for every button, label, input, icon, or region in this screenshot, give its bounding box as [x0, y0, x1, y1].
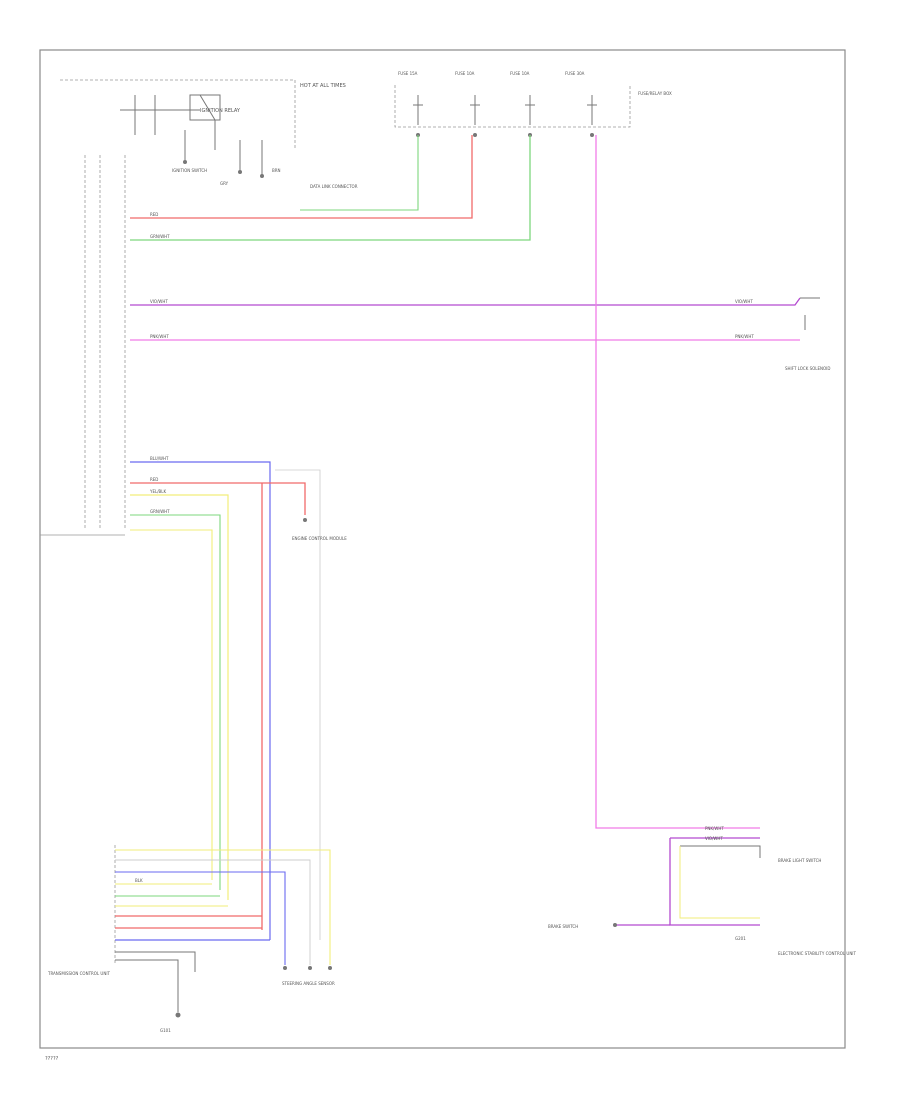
wire-label-vio-1: VIO/WHT: [150, 299, 168, 304]
fuse-box: FUSE 15A FUSE 10A FUSE 10A FUSE 30A FUSE…: [394, 71, 672, 137]
hot-at-all-times-label: HOT AT ALL TIMES: [300, 83, 346, 89]
abs-module: PNK/WHT VIO/WHT BRAKE LIGHT SWITCH BRAKE…: [548, 826, 856, 956]
brake-light-switch-label: BRAKE LIGHT SWITCH: [778, 858, 821, 863]
fuse-3-label: FUSE 10A: [510, 71, 530, 76]
middle-connector: BLU/WHT RED YEL/BLK GRN/WHT ENGINE CONTR…: [130, 456, 347, 940]
fuse-box-label: FUSE/RELAY BOX: [638, 91, 672, 96]
steering-sensor-label: STEERING ANGLE SENSOR: [282, 981, 335, 986]
wire-label-gry: GRY: [220, 181, 229, 186]
wire-label-red-1: RED: [150, 212, 158, 217]
wire-label-pnk-1: PNK/WHT: [150, 334, 169, 339]
ignition-relay-block: IGNITION RELAY HOT AT ALL TIMES IGNITION…: [60, 79, 358, 189]
shift-lock-wires: VIO/WHT PNK/WHT VIO/WHT PNK/WHT SHIFT LO…: [130, 135, 830, 829]
wire-label-grn-1: GRN/WHT: [150, 234, 170, 239]
top-wires: RED GRN/WHT: [130, 135, 531, 241]
wire-label-brn: BRN: [272, 168, 281, 173]
shift-lock-label: SHIFT LOCK SOLENOID: [785, 366, 830, 371]
ignition-switch-label: IGNITION SWITCH: [172, 168, 207, 173]
wire-label-grn-2: GRN/WHT: [150, 509, 170, 514]
left-harness: [40, 155, 126, 536]
tcm-connector: BLK TRANSMISSION CONTROL UNIT STEERING A…: [47, 845, 335, 1033]
ground-a-label: G101: [160, 1028, 171, 1033]
wire-label-blk: BLK: [135, 878, 143, 883]
ignition-relay-label: IGNITION RELAY: [200, 108, 241, 114]
diagram-id: ?????: [45, 1056, 59, 1062]
data-link-label: DATA LINK CONNECTOR: [310, 184, 358, 189]
wire-label-red-2: RED: [150, 477, 158, 482]
tcm-label: TRANSMISSION CONTROL UNIT: [47, 971, 111, 976]
ecm-label: ENGINE CONTROL MODULE: [292, 536, 347, 541]
wire-label-vio-2: VIO/WHT: [735, 299, 753, 304]
wire-label-pnk-2: PNK/WHT: [735, 334, 754, 339]
fuse-4-label: FUSE 30A: [565, 71, 585, 76]
brake-switch-label: BRAKE SWITCH: [548, 924, 578, 929]
wire-label-vio-3: VIO/WHT: [705, 836, 723, 841]
ground-c-label: G201: [735, 936, 746, 941]
wire-label-pnk-3: PNK/WHT: [705, 826, 724, 831]
abs-unit-label: ELECTRONIC STABILITY CONTROL UNIT: [778, 951, 856, 956]
wire-label-blu-1: BLU/WHT: [150, 456, 169, 461]
fuse-2-label: FUSE 10A: [455, 71, 475, 76]
fuse-1-label: FUSE 15A: [398, 71, 418, 76]
diagram-frame: [39, 49, 846, 1049]
wire-label-yel-1: YEL/BLK: [149, 489, 167, 494]
